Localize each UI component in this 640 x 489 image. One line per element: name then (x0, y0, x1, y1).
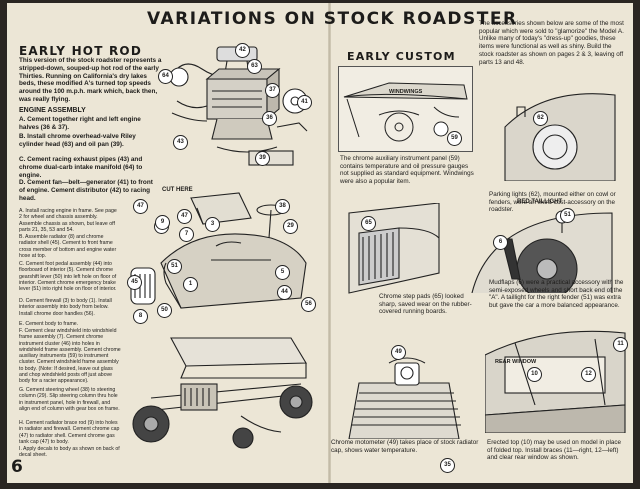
rear-window-illustration (485, 330, 626, 433)
instruction-page: VARIATIONS ON STOCK ROADSTER EARLY HOT R… (7, 3, 633, 483)
callout-10: 10 (527, 367, 542, 382)
engine-assembly-heading: ENGINE ASSEMBLY (19, 107, 86, 114)
assembly-step-a: A. Install racing engine in frame. See p… (19, 208, 117, 233)
step-pads-illustration (348, 203, 440, 294)
parking-lights-caption: Parking lights (62), mounted either on c… (489, 191, 616, 214)
windwings-label: WINDWINGS (389, 89, 423, 95)
motometer-illustration (348, 357, 461, 439)
callout-36: 36 (262, 111, 277, 126)
callout-43: 43 (173, 135, 188, 150)
callout-35: 35 (440, 458, 455, 473)
assembly-step-c: C. Cement foot pedal assembly (44) into … (19, 261, 117, 293)
early-custom-intro: The accessories shown below are some of … (479, 20, 624, 66)
cut-here-label: CUT HERE (162, 187, 193, 193)
callout-12: 12 (581, 367, 596, 382)
callout-47b: 47 (177, 209, 192, 224)
early-custom-heading: EARLY CUSTOM (347, 50, 456, 63)
callout-63: 63 (247, 59, 262, 74)
motometer-caption: Chrome motometer (49) takes place of sto… (331, 439, 479, 454)
callout-6: 6 (493, 235, 508, 250)
callout-11: 11 (613, 337, 628, 352)
assembly-step-i: I. Apply decals to body as shown on back… (19, 446, 120, 459)
assembly-step-d: D. Cement firewall (3) to body (1). Inst… (19, 298, 112, 317)
callout-49: 49 (391, 345, 406, 360)
callout-39: 39 (255, 151, 270, 166)
callout-51-taillight: 51 (560, 208, 575, 223)
callout-29: 29 (283, 219, 298, 234)
callout-50: 50 (157, 303, 172, 318)
red-taillight-label: RED TAILLIGHT (517, 199, 563, 205)
page-gutter (328, 3, 331, 483)
engine-step-a: A. Cement together right and left engine… (19, 116, 141, 131)
engine-step-c: C. Cement racing exhaust pipes (43) and … (19, 156, 143, 179)
page-title: VARIATIONS ON STOCK ROADSTER (147, 9, 518, 29)
callout-51: 51 (167, 259, 182, 274)
callout-45: 45 (127, 275, 142, 290)
rear-window-caption: Erected top (10) may be used on model in… (487, 439, 622, 462)
hot-rod-heading: EARLY HOT ROD (19, 44, 142, 58)
callout-41: 41 (297, 95, 312, 110)
hot-rod-assembly-illustration (130, 192, 313, 449)
callout-9: 9 (155, 215, 170, 230)
callout-38: 38 (275, 199, 290, 214)
callout-65: 65 (361, 216, 376, 231)
assembly-step-b: B. Assemble radiator (8) and chrome radi… (19, 234, 117, 259)
callout-59: 59 (447, 131, 462, 146)
callout-62: 62 (533, 111, 548, 126)
callout-44: 44 (277, 285, 292, 300)
windwings-caption: The chrome auxiliary instrument panel (5… (340, 155, 474, 186)
callout-1: 1 (183, 277, 198, 292)
callout-56: 56 (301, 297, 316, 312)
callout-64: 64 (158, 69, 173, 84)
assembly-step-f: F. Cement clear windshield into windshie… (19, 328, 121, 385)
mudflaps-caption: Mudflaps (6) were a practical accessory … (489, 279, 624, 310)
parking-light-illustration (504, 93, 616, 181)
callout-5: 5 (275, 265, 290, 280)
callout-47: 47 (133, 199, 148, 214)
assembly-step-g: G. Cement steering wheel (38) to steerin… (19, 387, 120, 412)
assembly-step-e: E. Cement body to frame. (19, 321, 79, 327)
mudflap-taillight-illustration (471, 210, 613, 293)
assembly-step-h: H. Cement radiator brace rod (9) into ho… (19, 420, 120, 445)
callout-42: 42 (235, 43, 250, 58)
callout-3: 3 (205, 217, 220, 232)
step-pads-caption: Chrome step pads (65) looked sharp, save… (379, 293, 472, 316)
page-number: 6 (11, 457, 23, 477)
engine-step-b: B. Install chrome overhead-valve Riley c… (19, 133, 136, 148)
engine-step-d: D. Cement fan—belt—generator (41) to fro… (19, 179, 153, 202)
windwings-drawing (343, 82, 468, 142)
rear-window-label: REAR WINDOW (495, 359, 537, 365)
callout-8: 8 (133, 309, 148, 324)
callout-7: 7 (179, 227, 194, 242)
callout-37: 37 (265, 83, 280, 98)
hot-rod-intro: This version of the stock roadster repre… (19, 57, 162, 103)
